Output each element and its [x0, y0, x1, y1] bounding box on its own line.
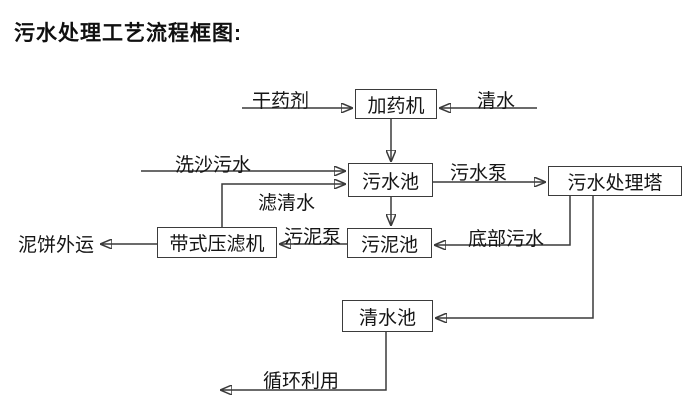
node-clean-water-pool: 清水池 — [342, 300, 433, 332]
node-belt-filter-press: 带式压滤机 — [157, 227, 277, 258]
label-bottom-sewage: 底部污水 — [468, 229, 545, 250]
edge-treatment-tower-to-clean-water-pool — [436, 196, 594, 318]
label-sewage-pump: 污水泵 — [450, 163, 508, 184]
diagram-title: 污水处理工艺流程框图: — [14, 22, 242, 45]
node-sludge-pool: 污泥池 — [347, 228, 432, 258]
node-treatment-tower: 污水处理塔 — [548, 166, 682, 196]
label-dry-agent: 干药剂 — [252, 91, 310, 112]
label-filtered-water: 滤清水 — [258, 193, 316, 214]
label-recycle-use: 循环利用 — [263, 371, 340, 392]
label-mud-cake-out: 泥饼外运 — [18, 235, 95, 256]
label-sludge-pump: 污泥泵 — [284, 227, 342, 248]
label-clean-water: 清水 — [477, 91, 516, 112]
node-sewage-pool: 污水池 — [348, 163, 433, 197]
label-sand-washing-sewage: 洗沙污水 — [175, 155, 252, 176]
node-dosing-machine: 加药机 — [355, 89, 437, 119]
